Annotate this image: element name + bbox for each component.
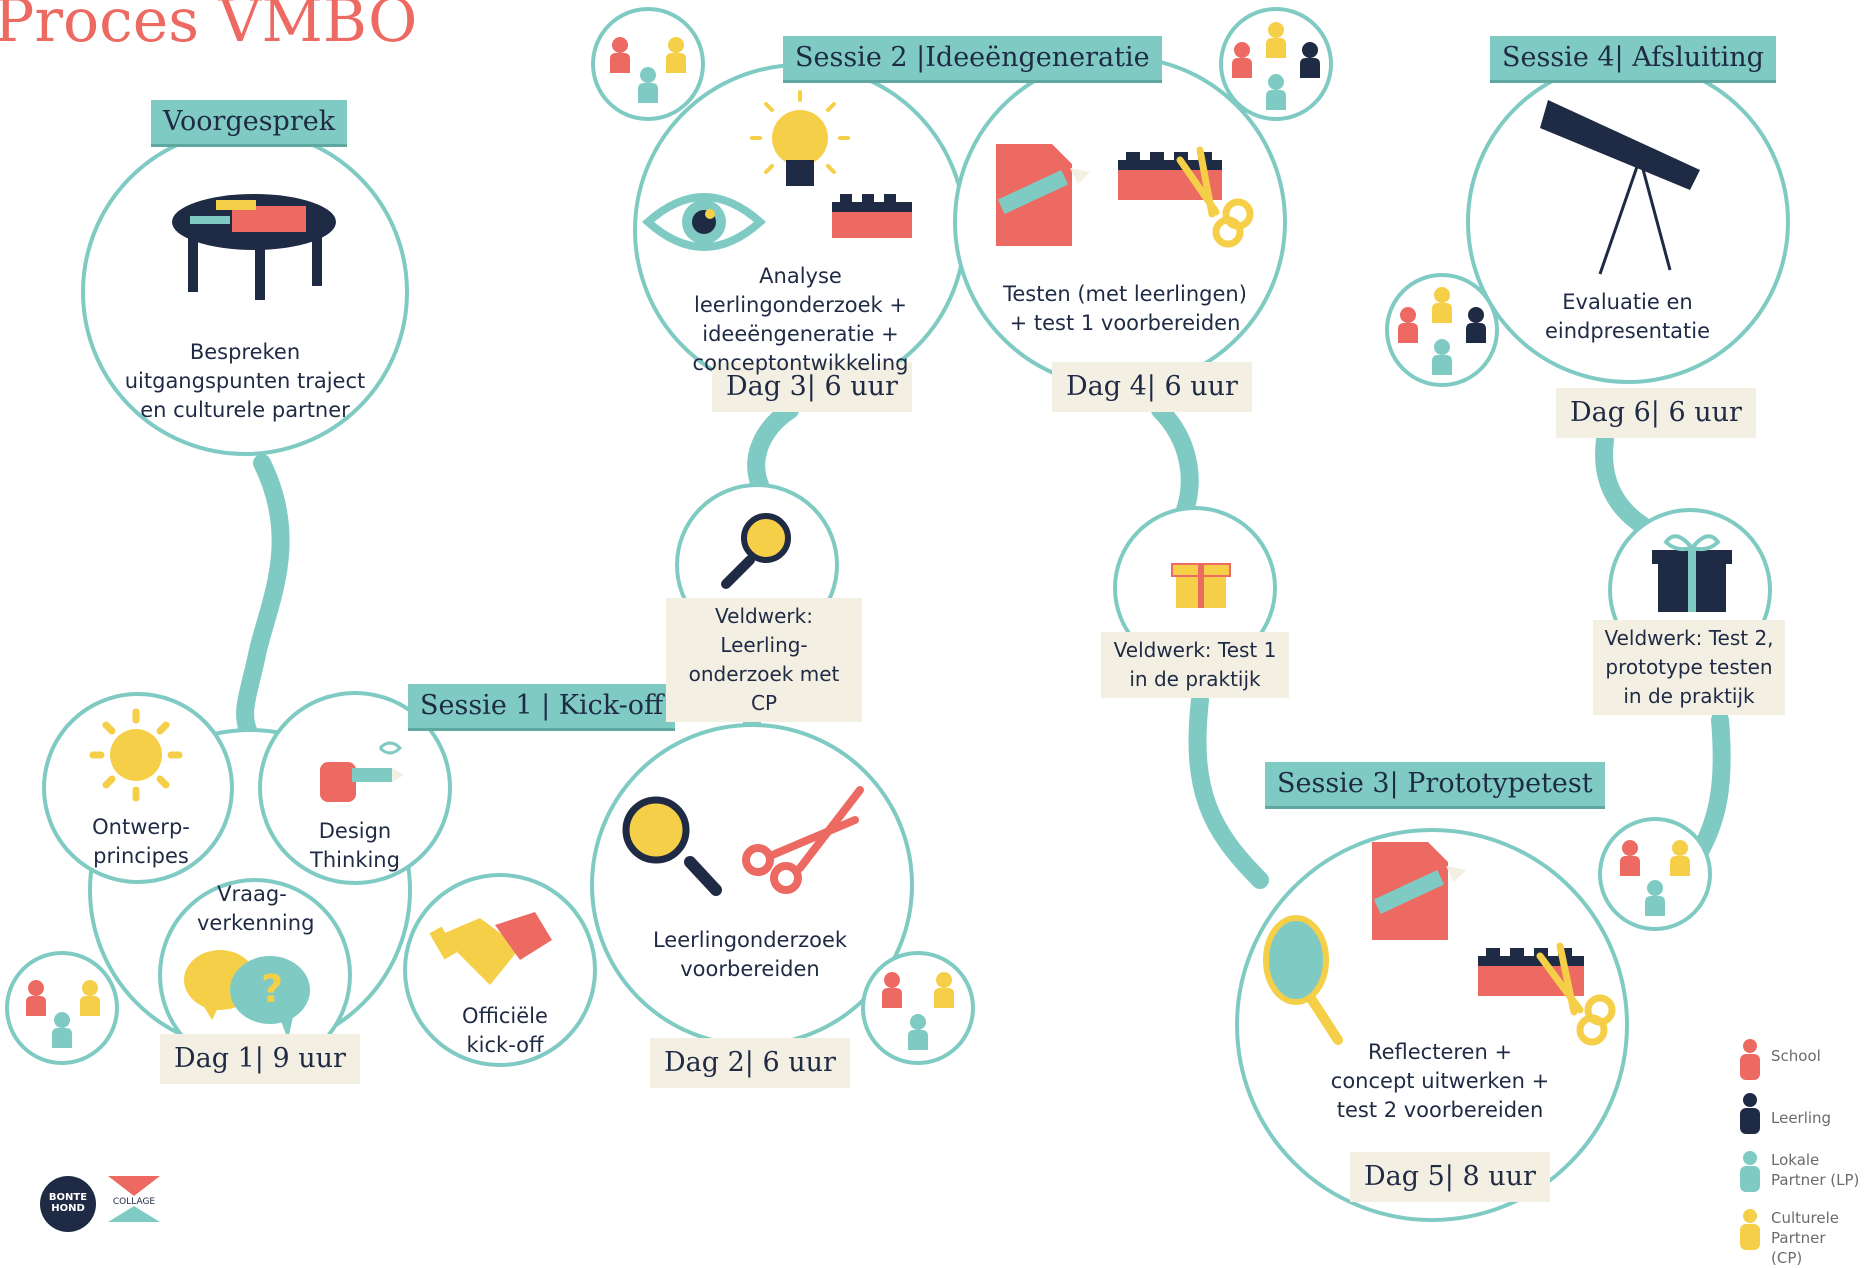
- connectors: [236, 401, 1731, 889]
- scissors-icon: [742, 786, 864, 894]
- document-icon: [1372, 842, 1466, 940]
- eye-icon: [641, 193, 767, 251]
- label-leerlingonderzoek: Leerlingonderzoek voorbereiden: [652, 928, 848, 981]
- people-circle-dag3: [591, 7, 705, 121]
- day-4-label: Dag 4| 6 uur: [1052, 362, 1252, 412]
- bonte-hond-logo: [40, 1176, 96, 1232]
- scissors-icon: [1536, 942, 1616, 1046]
- day-1-label: Dag 1| 9 uur: [160, 1034, 360, 1084]
- telescope-icon: [1540, 100, 1700, 275]
- magnifier-icon: [721, 513, 791, 589]
- table-icon: [172, 194, 336, 300]
- page-title: Proces VMBO: [0, 0, 418, 56]
- legend-item-lokale-partner: Lokale Partner (LP): [1735, 1148, 1859, 1194]
- label-testen: Testen (met leerlingen) + test 1 voorber…: [1003, 282, 1247, 335]
- collage-logo-text: COLLAGE: [112, 1197, 156, 1207]
- circle-dag5: [1235, 828, 1629, 1222]
- label-evaluatie: Evaluatie en eindpresentatie: [1544, 290, 1711, 343]
- magnifier-icon: [622, 796, 722, 896]
- session-voorgesprek: Voorgesprek: [151, 100, 348, 144]
- gift-icon: [1652, 534, 1732, 612]
- session-1-header: Sessie 1 | Kick-off: [408, 684, 676, 728]
- legend-item-culturele-partner: Culturele Partner (CP): [1735, 1206, 1855, 1267]
- gift-icon: [1171, 563, 1231, 608]
- culturele-partner-person-icon: [1740, 1209, 1760, 1250]
- label-officiele-kickoff: Officiële kick-off: [462, 1004, 548, 1057]
- session-3-header: Sessie 3| Prototypetest: [1265, 762, 1605, 806]
- connector-dag4-veldwerk: [1151, 401, 1199, 519]
- lego-brick-icon: [832, 194, 912, 238]
- sun-icon: [89, 708, 183, 802]
- lokale-partner-person-icon: [1740, 1151, 1760, 1192]
- label-reflecteren: Reflecteren + concept uitwerken + test 2…: [1330, 1040, 1550, 1122]
- day-2-label: Dag 2| 6 uur: [650, 1038, 850, 1088]
- leerling-person-icon: [1740, 1093, 1760, 1134]
- document-icon: [996, 144, 1090, 246]
- label-ontwerpprincipes: Ontwerp-principes: [92, 815, 190, 868]
- day-3-label: Dag 3| 6 uur: [712, 362, 912, 412]
- school-person-icon: [1740, 1039, 1760, 1080]
- legend-item-school: School: [1735, 1036, 1855, 1082]
- svg-text:?: ?: [261, 967, 283, 1011]
- connector-dag3-veldwerk: [747, 401, 799, 494]
- people-circle-dag4: [1219, 7, 1333, 121]
- collage-logo: [108, 1176, 160, 1222]
- connector-dag6-veldwerk: [1595, 431, 1659, 539]
- session-4-header: Sessie 4| Afsluiting: [1490, 36, 1776, 80]
- flexcolk-logo: [0, 1168, 24, 1238]
- handshake-icon: [429, 912, 552, 985]
- legend-item-leerling: Leerling: [1735, 1090, 1855, 1136]
- fieldwork-2-box: Veldwerk: Test 1 in de praktijk: [1101, 632, 1289, 698]
- label-voorgesprek: Bespreken uitgangspunten traject en cult…: [124, 340, 366, 422]
- day-6-label: Dag 6| 6 uur: [1556, 388, 1756, 438]
- scissors-icon: [1176, 146, 1254, 248]
- lightbulb-icon: [750, 90, 850, 186]
- session-2-header: Sessie 2 |Ideeëngeneratie: [783, 36, 1162, 80]
- fieldwork-1-box: Veldwerk: Leerling-onderzoek met CP: [666, 598, 862, 722]
- day-5-label: Dag 5| 8 uur: [1350, 1152, 1550, 1202]
- label-vraagverkenning: Vraag-verkenning: [197, 882, 315, 935]
- label-analyse: Analyse leerlingonderzoek + ideeëngenera…: [692, 264, 909, 375]
- mirror-icon: [1263, 915, 1343, 1045]
- connector-veldwerk-dag5: [1188, 691, 1269, 889]
- bonte-hond-logo-text: BONTE HOND: [48, 1192, 88, 1214]
- hand-pencil-icon: [320, 741, 404, 802]
- people-circle-dag6: [1385, 273, 1499, 387]
- label-design-thinking: Design Thinking: [310, 819, 400, 872]
- connector-voorgesprek: [236, 454, 290, 739]
- fieldwork-3-box: Veldwerk: Test 2, prototype testen in de…: [1593, 620, 1785, 715]
- speech-bubbles-icon: ?: [184, 950, 310, 1040]
